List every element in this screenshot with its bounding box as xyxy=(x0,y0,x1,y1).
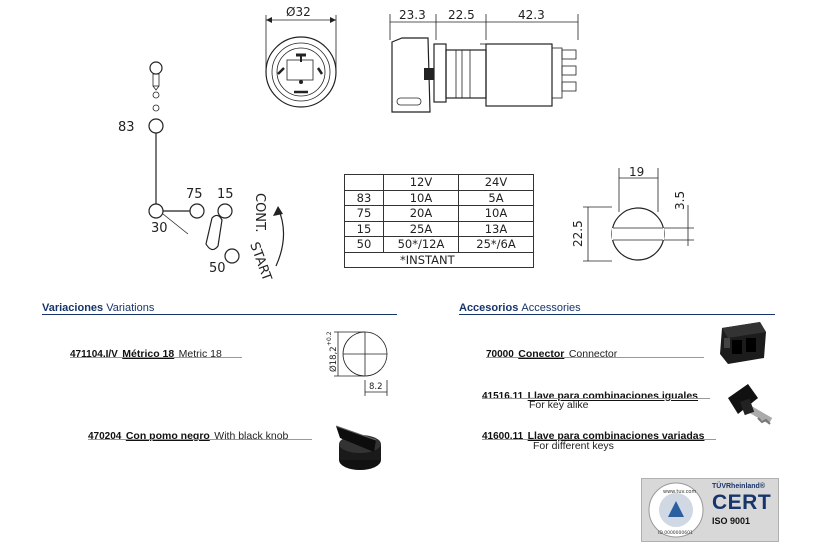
metric18-drawing: Ø18,2 +0.2 8.2 xyxy=(326,331,388,396)
table-header-row: 12V 24V xyxy=(344,174,534,191)
table-header-24v: 24V xyxy=(458,174,534,191)
metric18-width-dim: 8.2 xyxy=(369,382,383,392)
connector-image xyxy=(720,322,766,364)
accessory-name-es: Llave para combinaciones iguales xyxy=(527,390,699,402)
accessory-code: 41516.11 xyxy=(482,391,524,402)
variation-item-metric18: 471104.I/V Métrico 18 Metric 18 xyxy=(70,344,222,362)
black-knob-image xyxy=(335,425,381,470)
variations-heading: Variaciones Variations xyxy=(42,302,154,314)
accessory-name-en: For different keys xyxy=(533,440,614,452)
variations-divider xyxy=(42,314,397,315)
table-footnote-row: *INSTANT xyxy=(344,251,534,268)
table-row: 15 25A 13A xyxy=(344,220,534,237)
variation-name-es: Métrico 18 xyxy=(122,348,175,360)
hole-dim-22-5: 22.5 xyxy=(571,220,585,247)
variation-item-black-knob: 470204 Con pomo negro With black knob xyxy=(88,426,288,444)
table-cell: 83 xyxy=(344,189,384,206)
table-cell: 13A xyxy=(458,220,534,237)
accessory-item-key-alike: 41516.11 Llave para combinaciones iguale… xyxy=(482,386,698,404)
accessories-heading: Accesorios Accessories xyxy=(459,302,581,314)
cert-title: CERT xyxy=(712,491,772,514)
start-label: START xyxy=(246,240,274,283)
cont-label: CONT. xyxy=(252,193,267,233)
iso-standard: ISO 9001 xyxy=(712,516,751,526)
table-row: 75 20A 10A xyxy=(344,205,534,222)
front-view-drawing: Ø32 xyxy=(265,5,337,108)
variation-name-en: With black knob xyxy=(214,430,289,442)
table-header-12v: 12V xyxy=(383,174,459,191)
side-view-drawing: 23.3 22.5 42.3 xyxy=(389,8,579,113)
hole-dim-19: 19 xyxy=(629,165,644,179)
tuv-id-text: ID 0000000601 xyxy=(658,530,693,536)
technical-drawings: Ø32 23.3 22.5 42.3 xyxy=(118,5,694,283)
accessory-item-connector: 70000 Conector Connector xyxy=(486,344,617,362)
table-cell: 10A xyxy=(383,189,459,206)
variation-name-es: Con pomo negro xyxy=(125,430,210,442)
variation-code: 471104.I/V xyxy=(70,349,118,360)
current-ratings-table: 12V 24V 83 10A 5A 75 20A 10A 15 25A 13A … xyxy=(344,174,534,268)
variation-underline xyxy=(70,357,242,358)
accessory-name-en: For key alike xyxy=(529,399,589,411)
metric18-diameter-dim: Ø18,2 xyxy=(328,346,339,372)
side-dim-3: 42.3 xyxy=(518,8,545,22)
panel-hole-drawing: 19 22.5 3.5 xyxy=(571,165,694,262)
table-cell: 50*/12A xyxy=(383,236,459,253)
accessory-underline xyxy=(482,398,710,399)
accessories-title-es: Accesorios xyxy=(459,302,519,314)
table-cell: 20A xyxy=(383,205,459,222)
table-cell: 50 xyxy=(344,236,384,253)
variation-code: 470204 xyxy=(88,431,122,442)
tuv-logo-icon: www.tuv.com ID 0000000601 xyxy=(648,482,704,538)
table-row: 83 10A 5A xyxy=(344,189,534,206)
variations-title-es: Variaciones xyxy=(42,302,104,314)
table-cell: 10A xyxy=(458,205,534,222)
metric18-tolerance-dim: +0.2 xyxy=(326,331,333,346)
accessories-divider xyxy=(459,314,775,315)
table-cell: 25A xyxy=(383,220,459,237)
accessory-name-en: Connector xyxy=(568,348,618,360)
position-83-label: 83 xyxy=(118,120,135,135)
accessories-title-en: Accessories xyxy=(521,302,581,314)
tuv-cert-badge: www.tuv.com ID 0000000601 TÜVRheinland® … xyxy=(641,478,779,542)
table-cell xyxy=(344,174,384,191)
table-cell: 25*/6A xyxy=(458,236,534,253)
position-50-label: 50 xyxy=(209,261,226,276)
tuv-brand: TÜVRheinland® xyxy=(712,483,765,490)
variation-underline xyxy=(88,439,312,440)
table-cell: 75 xyxy=(344,205,384,222)
key-image xyxy=(728,384,773,425)
table-cell: 15 xyxy=(344,220,384,237)
table-row: 50 50*/12A 25*/6A xyxy=(344,236,534,253)
switch-schematic: 83 30 75 15 50 CONT. START xyxy=(118,61,285,283)
position-75-label: 75 xyxy=(186,187,203,202)
accessory-code: 70000 xyxy=(486,349,514,360)
position-15-label: 15 xyxy=(217,187,234,202)
accessory-code: 41600.11 xyxy=(482,431,524,442)
accessory-underline xyxy=(482,439,716,440)
accessory-underline xyxy=(486,357,704,358)
position-30-label: 30 xyxy=(151,221,168,236)
accessory-name-es: Conector xyxy=(518,348,565,360)
table-footnote: *INSTANT xyxy=(344,251,534,268)
side-dim-2: 22.5 xyxy=(448,8,475,22)
variations-title-en: Variations xyxy=(106,302,155,314)
front-diameter-label: Ø32 xyxy=(286,5,311,19)
tuv-ring-text: www.tuv.com xyxy=(663,489,696,495)
table-cell: 5A xyxy=(458,189,534,206)
side-dim-1: 23.3 xyxy=(399,8,426,22)
variation-name-en: Metric 18 xyxy=(178,348,222,360)
hole-dim-3-5: 3.5 xyxy=(673,191,687,210)
